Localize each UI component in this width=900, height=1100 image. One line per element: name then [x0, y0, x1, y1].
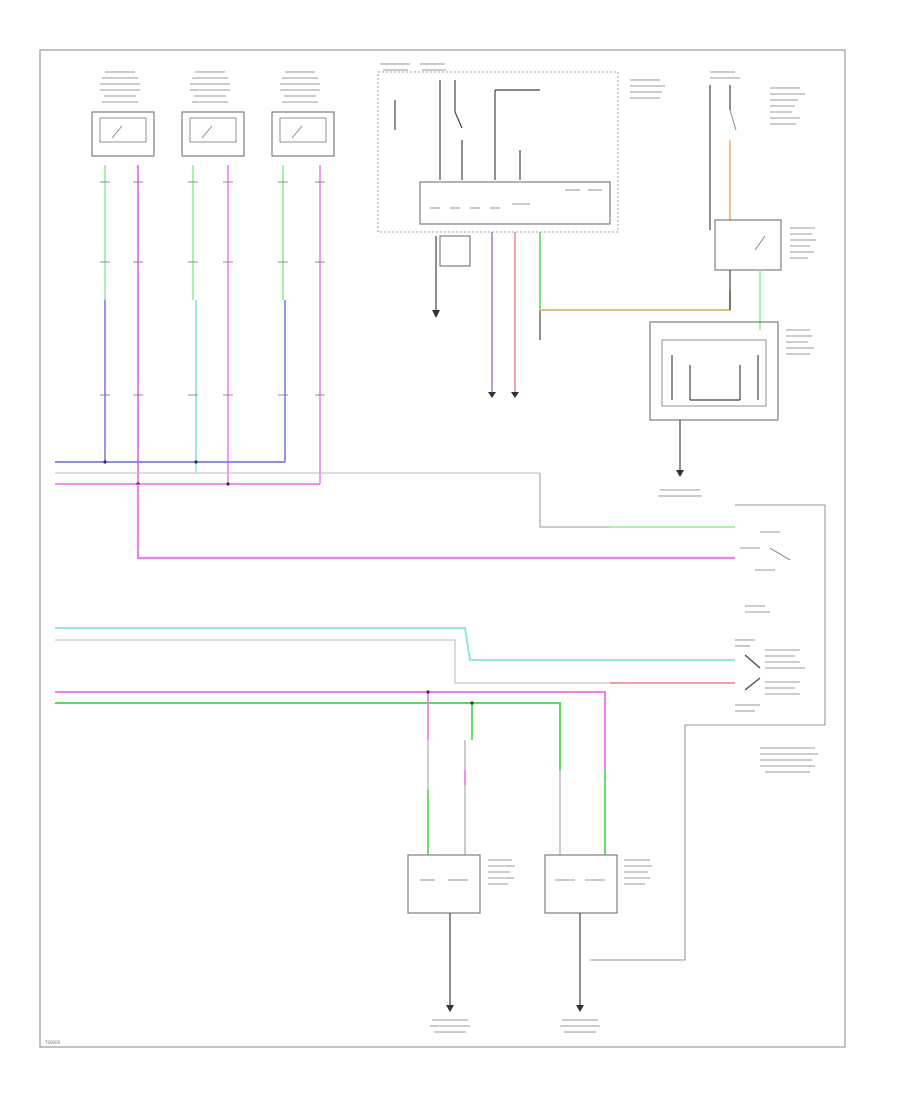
top-left-switch-group: [91, 71, 335, 558]
switch-box-3: [271, 111, 335, 157]
right-switch-frame: [590, 504, 826, 961]
lower-bus-lines: [55, 627, 735, 770]
mid-right-actuator: [649, 321, 814, 497]
diagram-code: T00000: [44, 1040, 61, 1045]
bottom-switch-modules: [407, 740, 652, 1033]
top-right-relay: [709, 71, 816, 330]
wire-tan: [540, 290, 731, 311]
wire-pink-horizontal: [136, 484, 735, 560]
diagram-frame: [39, 49, 846, 1048]
top-center-relay-block: [377, 63, 665, 398]
switch-box-2: [181, 111, 245, 157]
wire-gray-horizontal: [539, 473, 610, 528]
bottom-left-module: [407, 854, 481, 914]
bottom-right-module: [544, 854, 618, 914]
switch-box-1: [91, 111, 155, 157]
left-bus-lines: [55, 460, 540, 486]
